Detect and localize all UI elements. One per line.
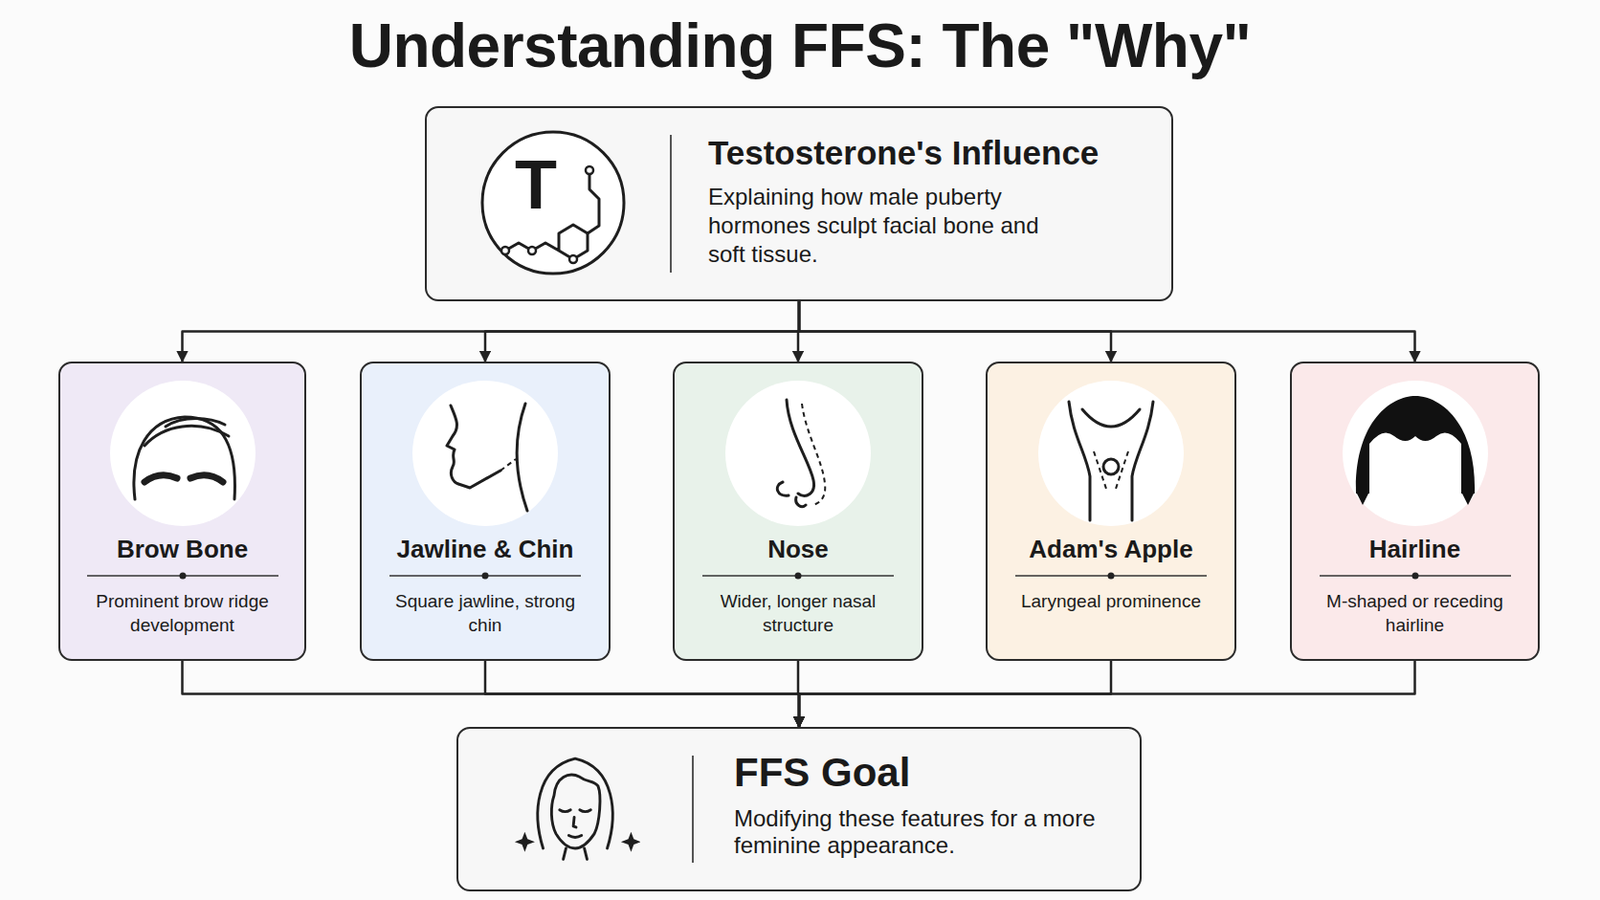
connector-arrow [182,661,800,728]
divider [387,568,583,584]
card-description: Laryngeal prominence [1005,589,1217,614]
nose-icon [721,377,875,531]
vertical-divider [669,134,672,273]
divider [1013,568,1209,584]
card-description: Prominent brow ridge development [77,589,289,638]
card-title: Brow Bone [116,533,248,565]
divider [700,568,896,584]
face-icon [511,740,641,869]
diagram-title: Understanding FFS: The "Why" [0,5,1600,87]
connector-arrow [799,301,1416,362]
card-description: Wider, longer nasal structure [692,589,904,638]
summary-box: FFS GoalModifying these features for a m… [456,727,1142,892]
connector-arrow [485,301,800,362]
feature-card: NoseWider, longer nasal structure [672,361,924,662]
feature-card: Brow BoneProminent brow ridge developmen… [58,361,307,662]
hormone-symbol: T [514,150,557,220]
box-heading: Testosterone's Influence [708,133,1099,174]
card-title: Adam's Apple [1028,533,1193,565]
card-title: Hairline [1369,533,1461,565]
card-description: M-shaped or receding hairline [1310,589,1521,638]
summary-box: Testosterone's InfluenceExplaining how m… [424,106,1174,302]
connector-arrow [485,661,800,728]
box-body: Explaining how male puberty hormones scu… [708,182,1053,269]
hairline-icon [1338,377,1492,531]
card-title: Jawline & Chin [397,533,575,565]
feature-card: Jawline & ChinSquare jawline, strong chi… [359,361,611,662]
connector-arrow [182,301,800,362]
box-heading: FFS Goal [733,750,1098,797]
connector-arrow [799,661,1416,728]
divider [1317,568,1513,584]
box-body: Modifying these features for a more femi… [733,805,1098,860]
card-title: Nose [767,533,829,565]
feature-card: Adam's AppleLaryngeal prominence [985,361,1237,662]
feature-card: HairlineM-shaped or receding hairline [1289,361,1540,662]
vertical-divider [691,755,694,864]
brow-icon [106,377,260,531]
divider [85,568,281,584]
neck-icon [1034,377,1188,531]
card-description: Square jawline, strong chin [379,589,591,638]
jaw-icon [408,377,562,531]
